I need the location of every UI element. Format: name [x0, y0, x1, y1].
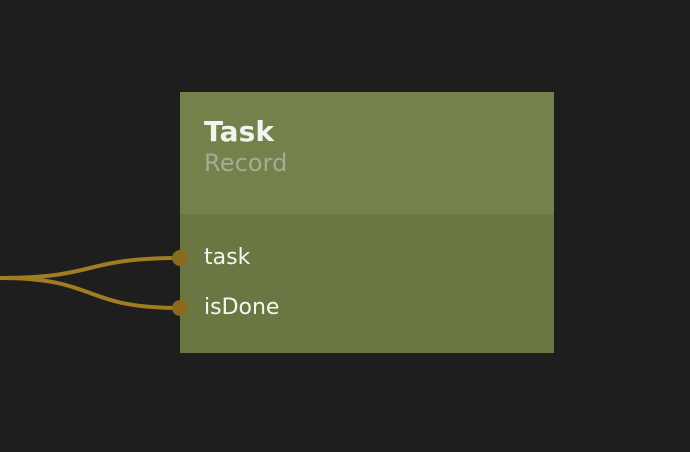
- node-field-label: task: [204, 245, 251, 270]
- record-node-task[interactable]: Task Record task isDone: [172, 92, 554, 353]
- node-subtitle: Record: [204, 149, 288, 177]
- node-field-row[interactable]: task: [172, 243, 251, 273]
- node-header: Task Record: [180, 92, 554, 214]
- node-field-label: isDone: [204, 295, 280, 320]
- edge-connector-task[interactable]: [0, 256, 182, 280]
- port-dot-icon[interactable]: [172, 250, 188, 266]
- node-field-row[interactable]: isDone: [172, 293, 280, 323]
- node-title: Task: [204, 115, 275, 148]
- node-body: task isDone: [172, 214, 554, 353]
- edge-connector-isdone[interactable]: [0, 276, 182, 310]
- port-dot-icon[interactable]: [172, 300, 188, 316]
